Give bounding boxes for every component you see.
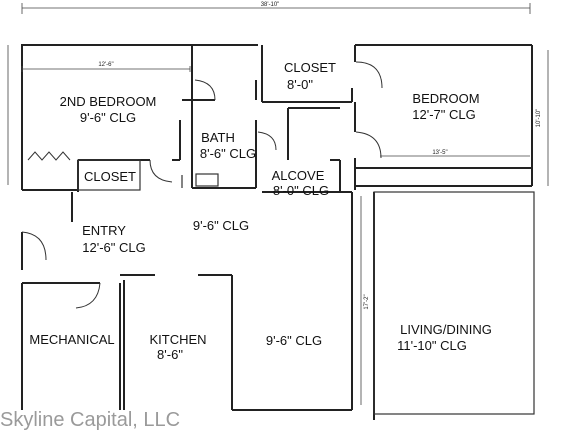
living-dining-ceiling: 11'-10" CLG: [397, 338, 467, 353]
closet-left-name: CLOSET: [84, 169, 136, 184]
living-dining-walls: [351, 191, 535, 420]
bath-ceiling: 8'-6" CLG: [200, 146, 256, 161]
door-swing-entry: [21, 231, 47, 261]
second-bedroom-dimension: [21, 66, 191, 72]
hall-ceiling: 9'-6" CLG: [193, 218, 249, 233]
bedroom-depth-label: 10'-10": [536, 109, 542, 128]
alcove-walls: [262, 107, 352, 193]
door-swing-bedroom: [355, 131, 382, 159]
closet-top-walls: [261, 45, 356, 103]
bedroom-name: BEDROOM: [412, 91, 479, 106]
second-bedroom-width-label: 12'-6": [98, 62, 113, 68]
bedroom-width-label: 13'-5": [432, 150, 447, 156]
overall-dimension-line: [21, 3, 531, 14]
door-swing-mechanical: [75, 282, 101, 309]
overall-width-label: 38'-10": [261, 2, 280, 8]
mechanical-name: MECHANICAL: [29, 332, 114, 347]
entry-walls: [21, 192, 233, 410]
bedroom-ceiling: 12'-7" CLG: [412, 107, 475, 122]
door-swing-bath-east: [257, 131, 277, 151]
entry-name: ENTRY: [82, 223, 126, 238]
second-bedroom-name: 2ND BEDROOM: [60, 94, 157, 109]
living-dining-name: LIVING/DINING: [400, 322, 492, 337]
alcove-name: ALCOVE: [272, 168, 325, 183]
door-swing-closet-top: [355, 61, 383, 89]
watermark-text: Skyline Capital, LLC: [0, 409, 180, 431]
kitchen-name: KITCHEN: [149, 332, 206, 347]
bath-name: BATH: [201, 130, 235, 145]
exterior-walls: [21, 44, 533, 190]
closet-left-box: [77, 159, 141, 191]
bedroom-walls: [354, 102, 532, 190]
dining-passage-ceiling: 9'-6" CLG: [266, 333, 322, 348]
kitchen-ceiling: 8'-6": [157, 347, 183, 362]
alcove-ceiling: 8'-0" CLG: [273, 183, 329, 198]
door-swing-second-bedroom-closet: [149, 159, 173, 183]
living-depth-label: 17'-2": [364, 294, 370, 309]
second-bedroom-ceiling: 9'-6" CLG: [80, 110, 136, 125]
bifold-door-left: [27, 151, 71, 161]
door-swing-bath: [194, 79, 216, 101]
entry-ceiling: 12'-6" CLG: [82, 240, 145, 255]
closet-top-name: CLOSET: [284, 60, 336, 75]
bath-walls: [181, 80, 257, 189]
closet-top-ceiling: 8'-0": [287, 77, 313, 92]
